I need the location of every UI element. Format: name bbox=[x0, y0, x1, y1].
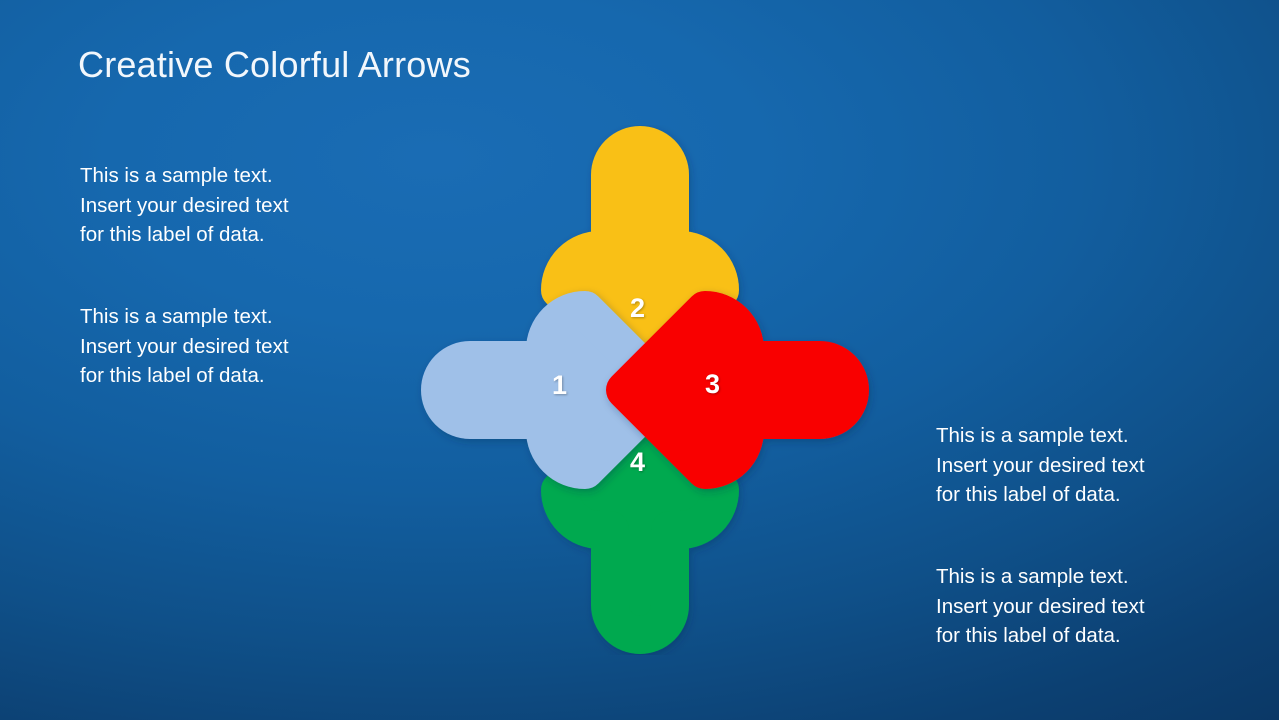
text-line: Insert your desired text bbox=[80, 193, 289, 217]
text-line: This is a sample text. bbox=[936, 424, 1129, 447]
text-block-bottom-right: This is a sample text. Insert your desir… bbox=[936, 562, 1145, 651]
text-line: This is a sample text. bbox=[936, 565, 1129, 588]
text-block-middle-right: This is a sample text. Insert your desir… bbox=[936, 421, 1145, 510]
text-line: for this label of data. bbox=[80, 364, 265, 387]
text-block-top-left: This is a sample text. Insert your desir… bbox=[80, 161, 289, 250]
arrow-right-red[interactable] bbox=[606, 291, 869, 489]
page-title: Creative Colorful Arrows bbox=[78, 44, 471, 85]
text-line: for this label of data. bbox=[80, 223, 265, 246]
text-line: This is a sample text. bbox=[80, 164, 273, 187]
text-line: This is a sample text. bbox=[80, 305, 273, 328]
text-line: Insert your desired text bbox=[936, 453, 1145, 477]
text-block-middle-left: This is a sample text. Insert your desir… bbox=[80, 302, 289, 391]
text-line: for this label of data. bbox=[936, 483, 1121, 506]
arrow-diagram: 1 2 3 4 bbox=[380, 125, 900, 655]
arrow-left-light-blue[interactable] bbox=[421, 291, 684, 489]
text-line: for this label of data. bbox=[936, 624, 1121, 647]
text-line: Insert your desired text bbox=[80, 334, 289, 358]
text-line: Insert your desired text bbox=[936, 594, 1145, 618]
